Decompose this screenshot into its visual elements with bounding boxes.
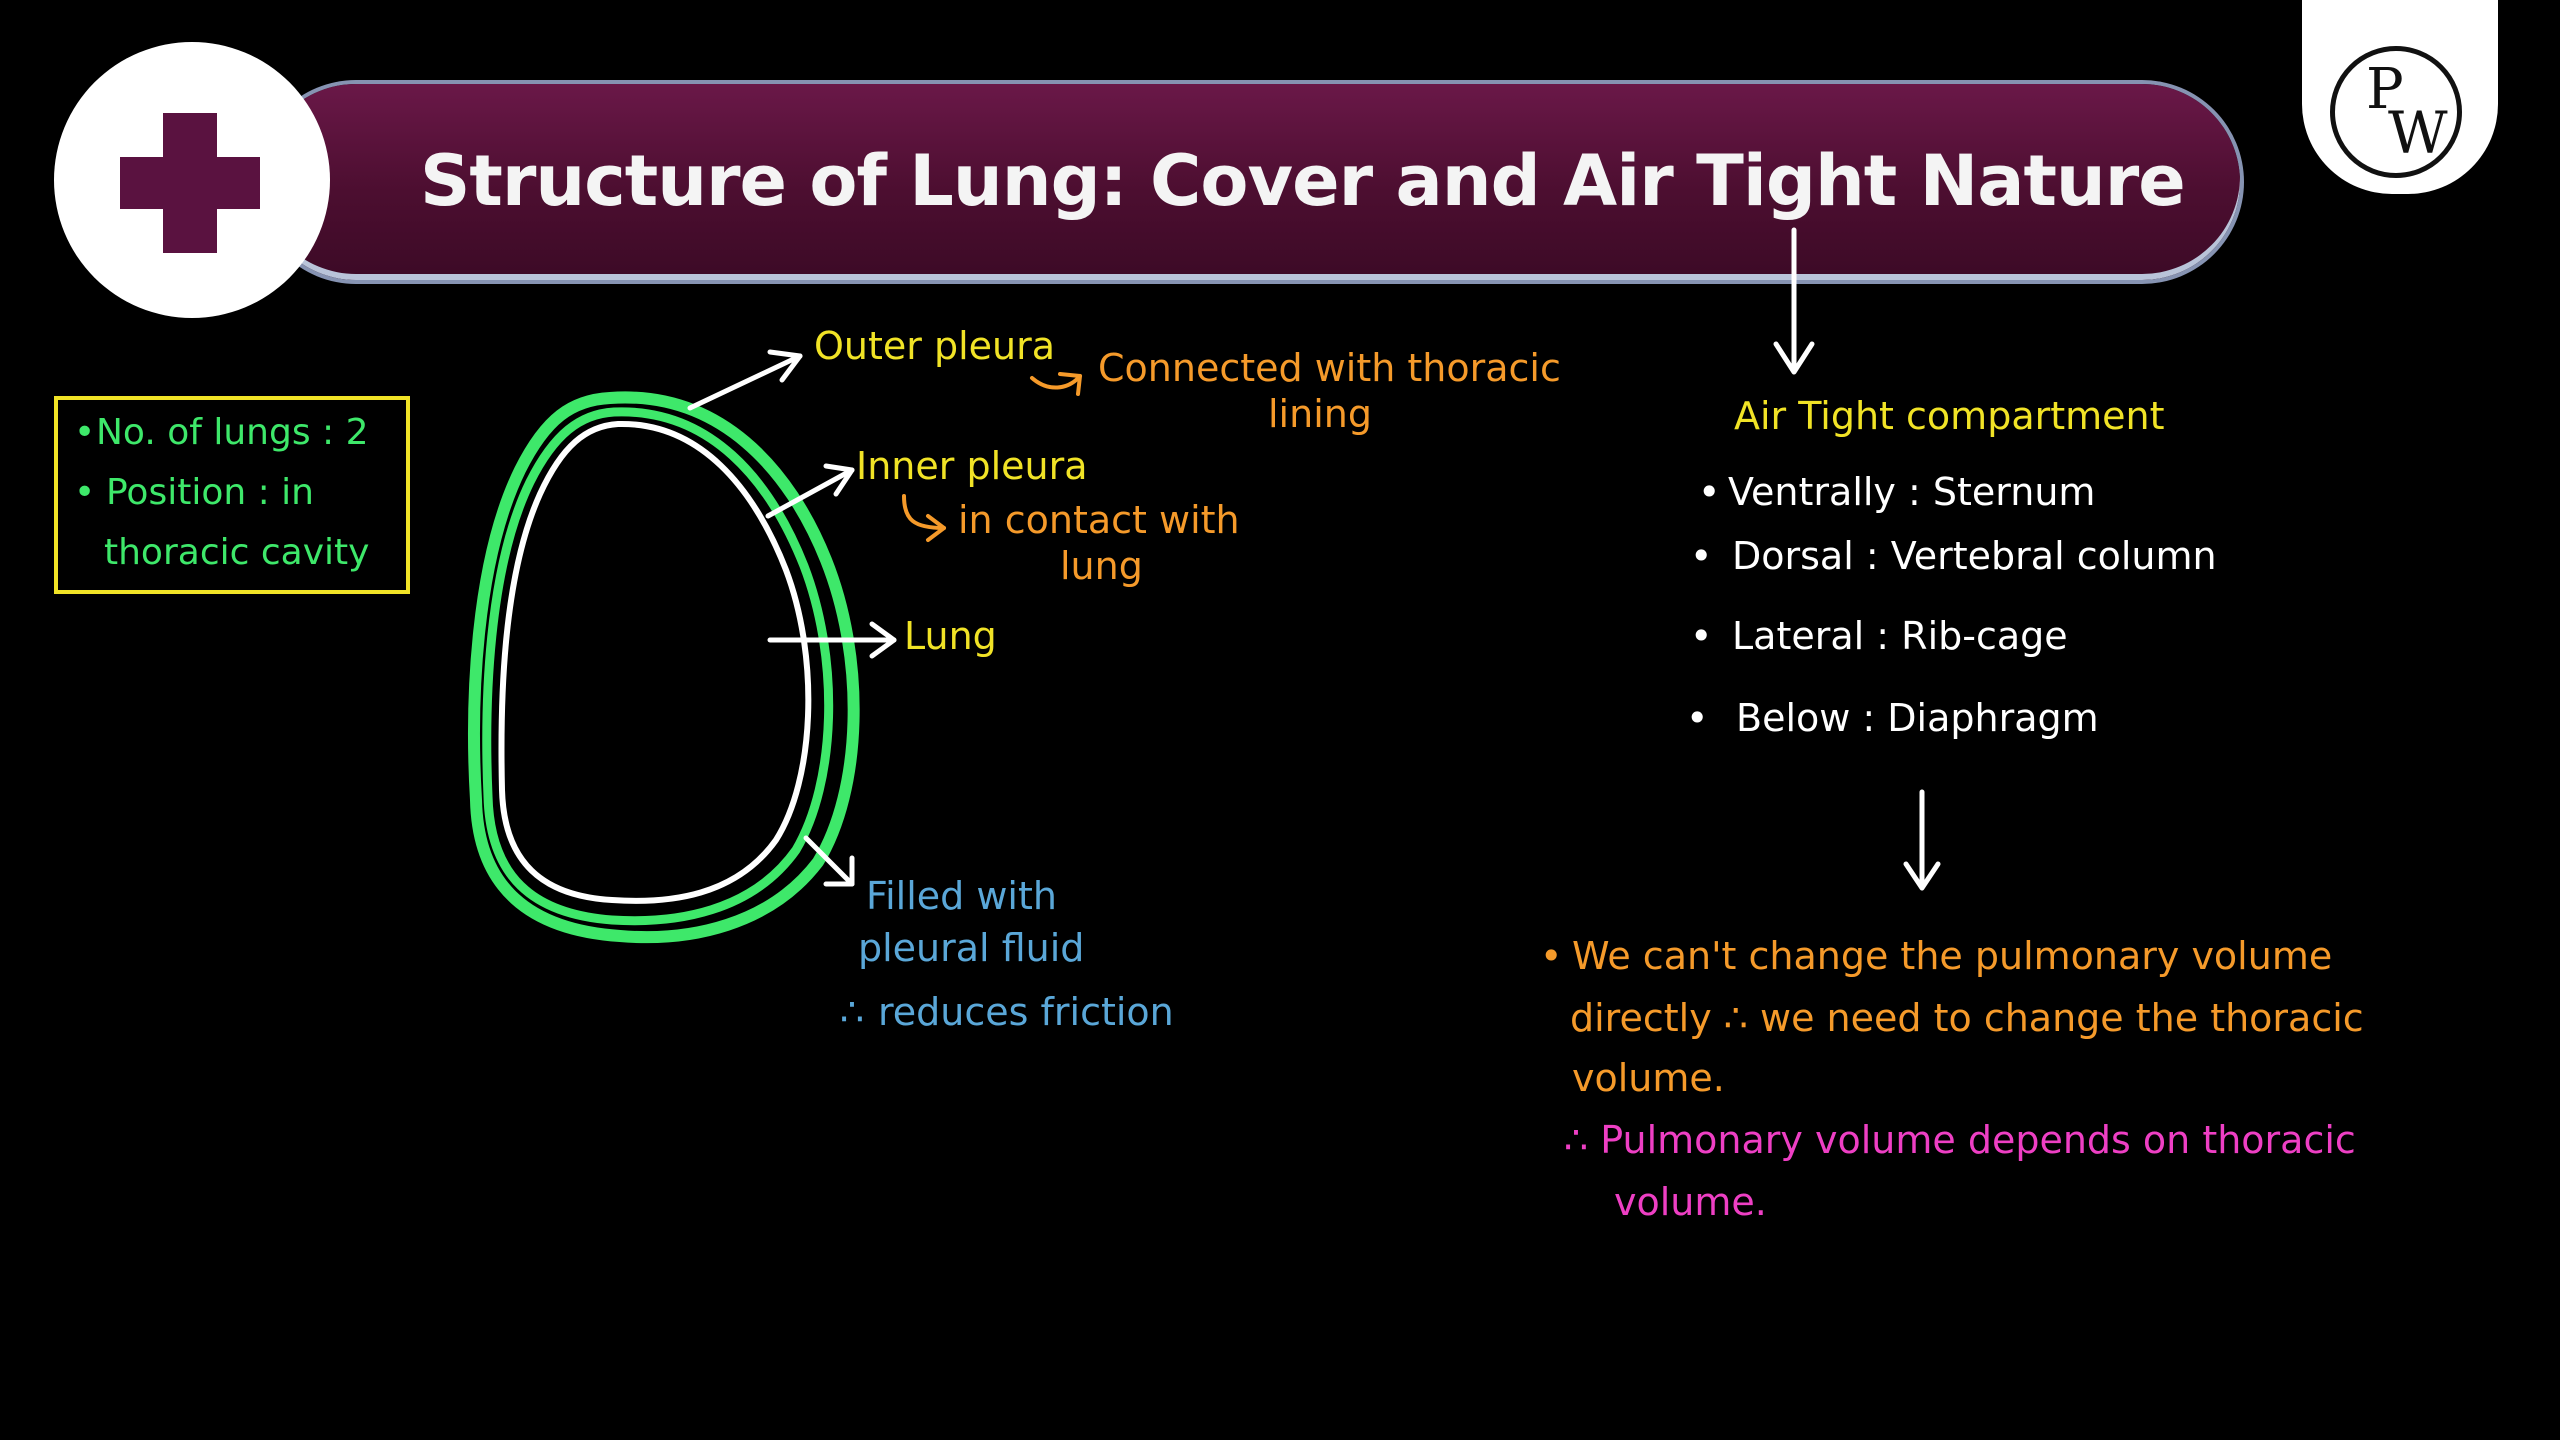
medical-cross-icon-bar [120, 157, 260, 209]
arrow-icon [1030, 372, 1082, 396]
title-banner [258, 84, 2240, 280]
logo-letter-w: W [2388, 99, 2448, 167]
lung-outline [498, 420, 812, 904]
bullet-icon: • [1540, 934, 1563, 978]
pulmonary-volume-note-continued: volume. [1614, 1180, 1767, 1224]
bullet-icon: • [74, 472, 96, 513]
pleural-fluid-note-continued: pleural fluid [858, 926, 1085, 970]
outer-pleura-note-continued: lining [1268, 392, 1372, 436]
arrow-icon [687, 349, 803, 411]
fact-position: Position : in [106, 472, 315, 513]
fact-position-continued: thoracic cavity [104, 532, 370, 573]
arrow-icon [767, 621, 897, 659]
outer-pleura-note: Connected with thoracic [1098, 346, 1561, 390]
fact-number-of-lungs: No. of lungs : 2 [96, 412, 369, 453]
arrow-icon [765, 463, 855, 519]
lung-label: Lung [904, 614, 997, 658]
arrow-icon [1773, 227, 1815, 375]
arrow-icon [902, 494, 946, 542]
lung-facts-box [54, 396, 410, 594]
bullet-icon: • [1686, 696, 1709, 740]
logo-letter-p: P [2366, 57, 2404, 122]
compartment-item-ventrally: Ventrally : Sternum [1728, 470, 2096, 514]
page-title: Structure of Lung: Cover and Air Tight N… [420, 140, 2186, 222]
friction-note: reduces friction [878, 990, 1174, 1034]
compartment-item-dorsal: Dorsal : Vertebral column [1732, 534, 2217, 578]
compartment-title: Air Tight compartment [1734, 394, 2165, 438]
conclusion-line-3: volume. [1572, 1056, 1725, 1100]
outer-pleura-ring [468, 391, 860, 944]
bullet-icon: • [74, 412, 96, 453]
bullet-icon: • [1698, 470, 1721, 514]
therefore-symbol: ∴ [840, 990, 865, 1034]
arrow-icon [1903, 789, 1941, 891]
compartment-item-lateral: Lateral : Rib-cage [1732, 614, 2068, 658]
inner-pleura-ring [482, 407, 834, 926]
pulmonary-volume-note: ∴ Pulmonary volume depends on thoracic [1564, 1118, 2356, 1162]
pw-logo-icon [2330, 46, 2462, 178]
inner-pleura-note: in contact with [958, 498, 1240, 542]
pleural-fluid-note: Filled with [866, 874, 1057, 918]
bullet-icon: • [1690, 614, 1713, 658]
conclusion-line-1: We can't change the pulmonary volume [1572, 934, 2333, 978]
compartment-item-below: Below : Diaphragm [1736, 696, 2099, 740]
inner-pleura-label: Inner pleura [856, 444, 1088, 488]
outer-pleura-label: Outer pleura [814, 324, 1056, 368]
conclusion-line-2: directly ∴ we need to change the thoraci… [1570, 996, 2364, 1040]
arrow-icon [803, 835, 855, 887]
inner-pleura-note-continued: lung [1060, 544, 1143, 588]
bullet-icon: • [1690, 534, 1713, 578]
